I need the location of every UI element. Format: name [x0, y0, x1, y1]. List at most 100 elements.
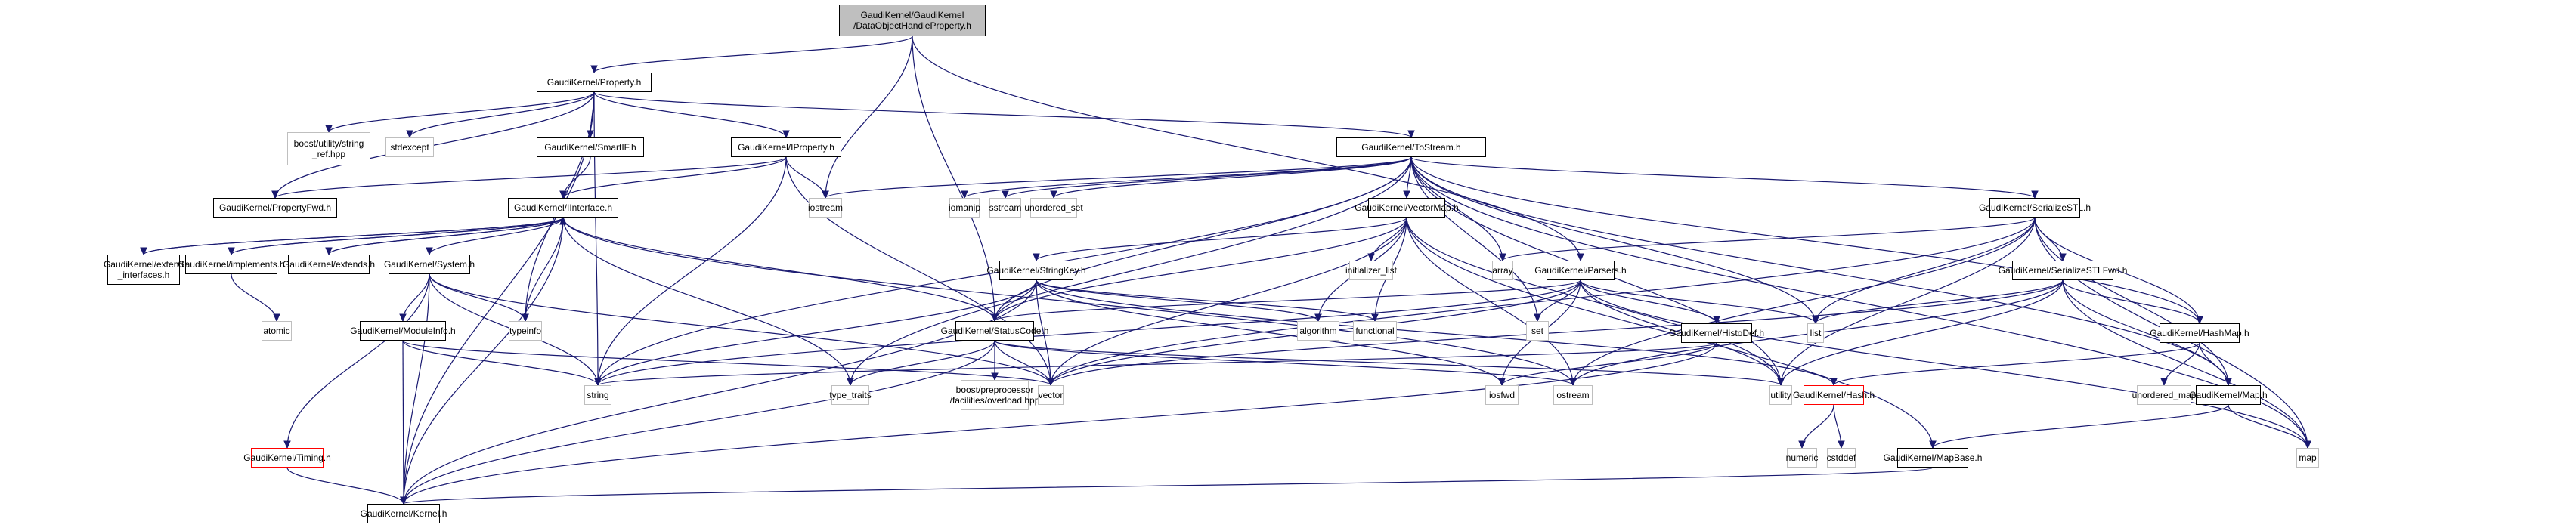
node-vectormap-h[interactable]: GaudiKernel/VectorMap.h [1355, 198, 1459, 218]
node-histodef-h[interactable]: GaudiKernel/HistoDef.h [1669, 323, 1764, 343]
node-propertyfwd-h[interactable]: GaudiKernel/PropertyFwd.h [213, 198, 337, 218]
edge-root-to-property [593, 36, 913, 73]
edge-implements-to-atomic [231, 273, 277, 322]
edge-system-to-moduleinfo [402, 273, 430, 322]
edge-iinterface-to-typeinfo [525, 217, 564, 322]
arrowhead-tostream-to-sstream [1002, 190, 1009, 199]
node-list: list [1807, 323, 1824, 343]
node-root-dataobjecthandleproperty[interactable]: GaudiKernel/GaudiKernel /DataObjectHandl… [839, 5, 986, 36]
node-implements-h[interactable]: GaudiKernel/implements.h [178, 255, 285, 274]
node-iosfwd: iosfwd [1485, 385, 1519, 405]
node-iinterface-h[interactable]: GaudiKernel/IInterface.h [508, 198, 618, 218]
edge-statuscode-to-kernel [403, 340, 995, 505]
edge-serializestl-to-serializestlfwd [2034, 217, 2064, 261]
edge-stringkey-to-algorithm [1036, 279, 1319, 322]
arrowhead-property-to-stdexcept [406, 130, 413, 139]
node-initializer-list: initializer_list [1345, 261, 1397, 280]
arrowhead-serializestlfwd-to-list [1812, 316, 1819, 325]
node-map-h[interactable]: GaudiKernel/Map.h [2189, 385, 2268, 405]
arrowhead-system-to-timing [283, 440, 291, 449]
node-stringkey-h[interactable]: GaudiKernel/StringKey.h [986, 261, 1086, 280]
node-property-h[interactable]: GaudiKernel/Property.h [537, 73, 652, 92]
node-timing-h[interactable]: GaudiKernel/Timing.h [243, 448, 331, 468]
edge-serializestl-to-utility [1780, 217, 2036, 386]
edge-iinterface-to-type_traits [562, 217, 851, 386]
edge-tostream-to-unordered_set [1053, 156, 1412, 199]
edge-tostream-to-serializestl [1410, 156, 2036, 199]
arrowhead-property-to-boost_string_ref [325, 125, 333, 134]
edge-iinterface-to-statuscode [562, 217, 995, 322]
arrowhead-system-to-typeinfo [522, 313, 529, 323]
node-mapbase-h[interactable]: GaudiKernel/MapBase.h [1884, 448, 1982, 468]
edge-tostream-to-statuscode [994, 156, 1412, 322]
node-hashmap-h[interactable]: GaudiKernel/HashMap.h [2150, 323, 2249, 343]
edge-timing-to-kernel [286, 467, 404, 505]
edge-iinterface-to-system [429, 217, 564, 255]
node-iostream: iostream [808, 198, 843, 218]
edge-vectormap-to-stringkey [1036, 217, 1407, 261]
edge-iproperty-to-iostream [785, 156, 826, 199]
node-unordered-map: unordered_map [2132, 385, 2196, 405]
node-algorithm: algorithm [1297, 321, 1339, 341]
node-iproperty-h[interactable]: GaudiKernel/IProperty.h [731, 137, 841, 157]
node-ostream: ostream [1553, 385, 1593, 405]
node-kernel-h[interactable]: GaudiKernel/Kernel.h [361, 504, 447, 523]
arrowhead-root-to-property [590, 65, 598, 74]
node-extends-h[interactable]: GaudiKernel/extends.h [283, 255, 375, 274]
edge-iproperty-to-iinterface [562, 156, 787, 199]
arrowhead-histodef-to-string [594, 378, 602, 387]
edge-serializestlfwd-to-hashmap [2062, 279, 2200, 324]
arrowhead-serializestl-to-serializestlfwd [2059, 253, 2067, 262]
arrowhead-tostream-to-iostream [822, 190, 829, 199]
node-string: string [584, 385, 611, 405]
edge-parsers-to-map [1580, 279, 2308, 449]
edge-moduleinfo-to-string [402, 340, 599, 386]
edge-statuscode-to-type_traits [850, 340, 995, 386]
edge-map_h-to-map [2228, 404, 2308, 449]
arrowhead-iproperty-to-iinterface [559, 190, 567, 199]
edge-moduleinfo-to-kernel [402, 340, 404, 505]
edge-tostream-to-sstream [1005, 156, 1412, 199]
node-parsers-h[interactable]: GaudiKernel/Parsers.h [1534, 261, 1627, 280]
edge-system-to-timing [286, 273, 430, 449]
arrowhead-tostream-to-vectormap [1403, 190, 1410, 199]
node-serializestl-h[interactable]: GaudiKernel/SerializeSTL.h [1979, 198, 2091, 218]
edge-serializestlfwd-to-map [2062, 279, 2308, 449]
edge-property-to-boost_string_ref [328, 91, 595, 133]
node-extend-interfaces-h[interactable]: GaudiKernel/extend _interfaces.h [104, 255, 184, 285]
arrowhead-statuscode-to-type_traits [847, 378, 854, 387]
arrowhead-parsers-to-statuscode [991, 313, 999, 323]
edge-statuscode-to-utility [994, 340, 1782, 386]
node-iomanip: iomanip [949, 198, 980, 218]
arrowhead-iinterface-to-system [426, 247, 433, 256]
arrowhead-parsers-to-histodef [1713, 316, 1720, 325]
edge-serializestlfwd-to-vector [1050, 279, 2064, 386]
edge-property-to-stdexcept [409, 91, 595, 138]
node-map: map [2296, 448, 2319, 468]
arrowhead-serializestlfwd-to-hashmap [2196, 316, 2203, 325]
arrowhead-tostream-to-unordered_set [1050, 190, 1057, 199]
edge-property-to-string [593, 91, 599, 386]
node-serializestlfwd-h[interactable]: GaudiKernel/SerializeSTLFwd.h [1999, 261, 2127, 280]
arrowhead-system-to-moduleinfo [399, 313, 407, 323]
node-smartif-h[interactable]: GaudiKernel/SmartIF.h [537, 137, 644, 157]
node-tostream-h[interactable]: GaudiKernel/ToStream.h [1336, 137, 1486, 157]
arrowhead-map_h-to-mapbase [1929, 440, 1937, 449]
arrowhead-hashmap-to-map_h [2225, 378, 2232, 387]
node-array: array [1492, 261, 1513, 280]
edge-iinterface-to-ostream [562, 217, 1574, 386]
edge-parsers-to-histodef [1580, 279, 1717, 324]
node-moduleinfo-h[interactable]: GaudiKernel/ModuleInfo.h [350, 321, 456, 341]
node-statuscode-h[interactable]: GaudiKernel/StatusCode.h [941, 321, 1048, 341]
node-system-h[interactable]: GaudiKernel/System.h [384, 255, 475, 274]
edge-serializestl-to-vector [1050, 217, 2036, 386]
edge-serializestlfwd-to-utility [1780, 279, 2064, 386]
arrowhead-serializestl-to-array [1499, 253, 1506, 262]
edge-tostream-to-set [1410, 156, 1538, 322]
edge-serializestl-to-list [1815, 217, 2036, 324]
edge-statuscode-to-ostream [994, 340, 1574, 386]
node-hash-h[interactable]: GaudiKernel/Hash.h [1793, 385, 1875, 405]
edge-mapbase-to-kernel [403, 467, 1934, 505]
edge-implements-to-iinterface [231, 217, 564, 255]
